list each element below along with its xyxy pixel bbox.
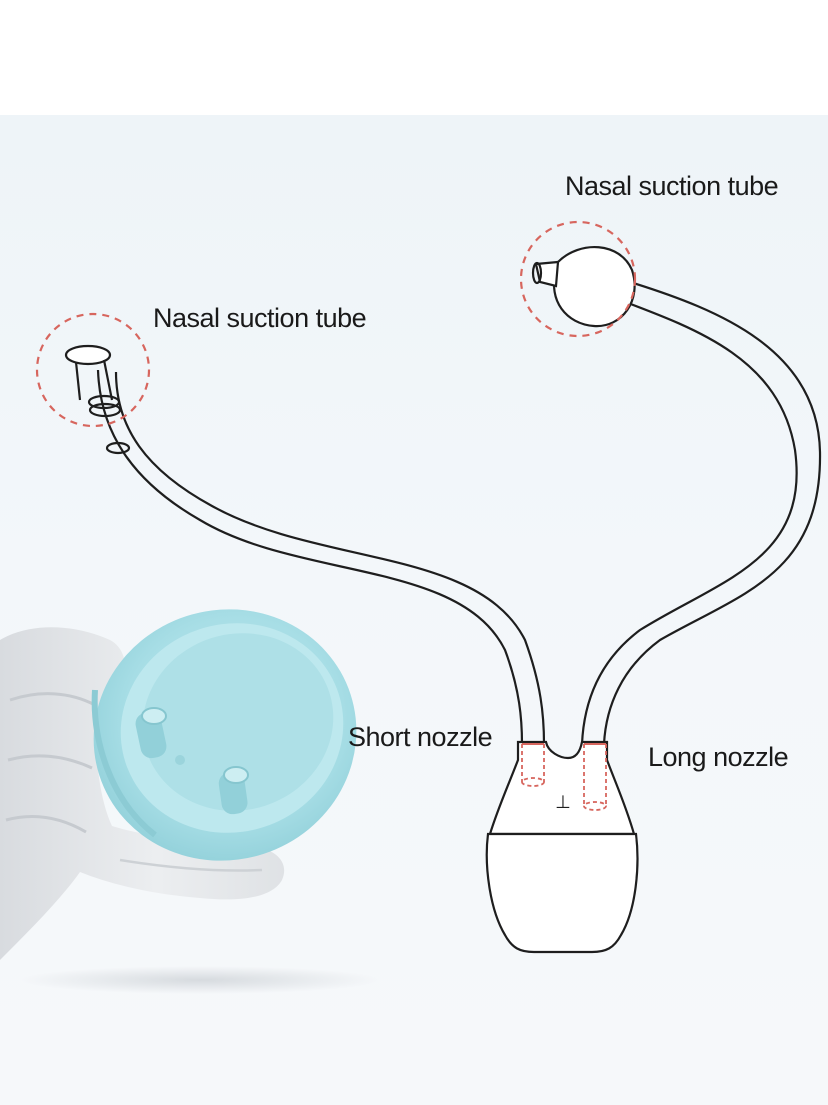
cap-inner-nozzle-right bbox=[218, 766, 249, 815]
suction-cap bbox=[91, 609, 357, 861]
floor-shadow bbox=[20, 966, 380, 994]
short-nozzle-marker bbox=[521, 744, 545, 787]
label-short-nozzle: Short nozzle bbox=[348, 722, 493, 752]
background-panel bbox=[0, 115, 828, 1105]
left-suction-tube bbox=[64, 344, 546, 745]
cap-inner-nozzle-left bbox=[135, 707, 167, 759]
callout-circle-left bbox=[35, 312, 151, 428]
glove-hand bbox=[0, 627, 285, 960]
right-suction-tube bbox=[531, 245, 822, 745]
callout-circle-right bbox=[519, 220, 637, 338]
long-nozzle-marker bbox=[583, 744, 607, 811]
mucus-container bbox=[485, 740, 639, 954]
label-nasal-suction-tube-right: Nasal suction tube bbox=[565, 171, 779, 201]
label-nasal-suction-tube-left: Nasal suction tube bbox=[153, 303, 367, 333]
container-mark: ⊥ bbox=[555, 792, 571, 813]
label-long-nozzle: Long nozzle bbox=[648, 742, 789, 772]
